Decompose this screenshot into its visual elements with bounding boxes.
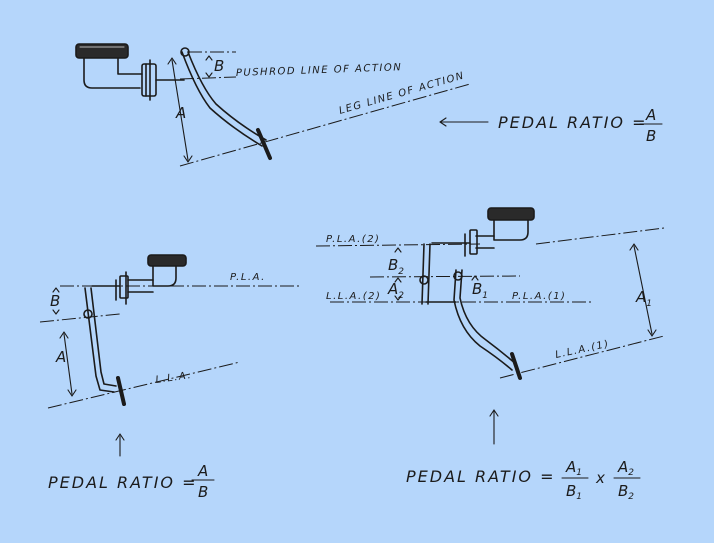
reservoir-body-3: [493, 219, 529, 241]
dim-a1-line: [633, 245, 653, 335]
pla-1-label: P.L.A.(1): [512, 291, 566, 302]
diagram-2: B A P.L.A. L.L.A. PEDAL RATIO = A B: [39, 254, 300, 501]
pedal-arm-outer: [181, 51, 263, 147]
reservoir-cap-2: [147, 254, 187, 267]
reservoir-body: [83, 57, 141, 89]
diagram-3: A1 B2 A2 B1 P.L.A.(2) L.L.A.(2) P.L.A.(1…: [315, 207, 665, 502]
ratio-3-frac2-denominator: B2: [618, 482, 634, 502]
pla-2-label: P.L.A.(2): [326, 234, 380, 245]
ratio-2-numerator: A: [197, 462, 208, 480]
bell-crank-pivot: [419, 275, 429, 285]
dim-b-label: B: [214, 57, 224, 75]
lla-1-label: L.L.A.(1): [554, 339, 610, 361]
reservoir-body-2: [152, 265, 177, 287]
pivot-line-3: [535, 227, 665, 245]
diagram-1: A B PUSHROD LINE OF ACTION LEG LINE OF A…: [75, 43, 663, 167]
dim-b2-label: B2: [388, 256, 404, 277]
pla-label: P.L.A.: [230, 272, 266, 283]
pedal-pivot-2: [83, 309, 93, 319]
pushrod-line-of-action: [179, 76, 237, 80]
ratio-3-frac1-denominator: B1: [566, 482, 582, 502]
ratio-1-denominator: B: [646, 127, 656, 145]
dim-a1-label: A1: [635, 288, 652, 309]
dim-b-arrow-down: [205, 72, 213, 78]
dim-b-label-2: B: [50, 292, 60, 310]
pushrod-line-label: PUSHROD LINE OF ACTION: [236, 62, 403, 79]
ratio-1-label: PEDAL RATIO =: [498, 113, 648, 132]
dim-a-line-2: [63, 333, 73, 395]
pedal-pad-3: [510, 352, 522, 380]
master-cylinder-flange-3: [469, 229, 478, 255]
dim-a2-label: A2: [387, 280, 404, 301]
lla-line: [47, 361, 241, 409]
lla-label: L.L.A.: [155, 370, 193, 386]
pedal-pad: [256, 128, 272, 160]
ratio-1-numerator: A: [645, 106, 656, 124]
master-cylinder-flange-2: [119, 275, 129, 299]
leg-line-label: LEG LINE OF ACTION: [338, 70, 466, 117]
dim-a-label: A: [175, 104, 186, 122]
ratio-3-times: x: [595, 469, 605, 487]
reservoir-cap-3: [487, 207, 535, 221]
reservoir-cap: [75, 43, 129, 59]
ratio-2-denominator: B: [198, 483, 208, 501]
ratio-3-frac1-numerator: A1: [565, 458, 582, 478]
dim-b-arrow-up: [205, 55, 213, 61]
lla-2-label: L.L.A.(2): [326, 291, 381, 302]
master-cylinder-flange: [141, 63, 157, 97]
pedal-arm-inner: [187, 51, 267, 141]
ratio-3-label: PEDAL RATIO =: [406, 467, 556, 486]
pivot-line-3b: [369, 275, 521, 278]
leg-line-of-action: [179, 83, 471, 167]
pla-2-line: [315, 243, 481, 247]
dim-a-line: [171, 59, 189, 161]
pedal-arm-3: [453, 269, 513, 371]
lla-1-line: [499, 335, 665, 379]
dim-b1-label: B1: [472, 280, 488, 301]
reservoir-body-inner: [117, 57, 143, 75]
ratio-2-label: PEDAL RATIO =: [48, 473, 198, 492]
ratio-3-frac2-numerator: A2: [617, 458, 634, 478]
dim-a-label-2: A: [55, 348, 66, 366]
pedal-arm-2: [84, 287, 115, 393]
bell-crank: [421, 243, 431, 305]
pivot-line-2: [39, 313, 121, 323]
